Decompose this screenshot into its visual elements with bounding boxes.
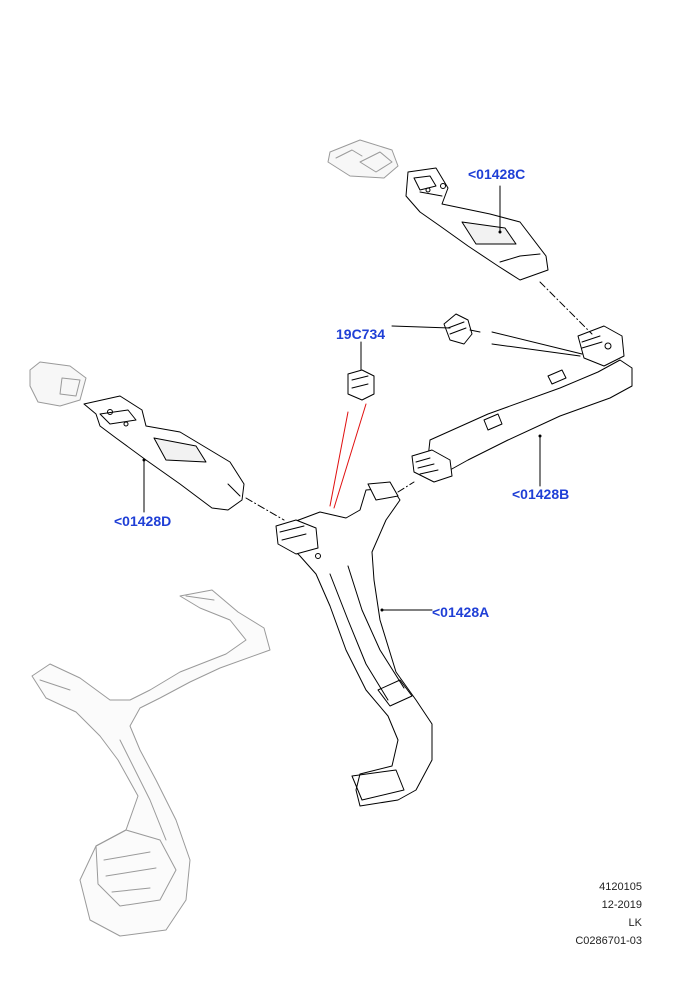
ghost-outlet-top — [327, 139, 399, 179]
info-date: 12-2019 — [601, 899, 642, 911]
connection-lines — [245, 281, 593, 521]
duct-01428C — [405, 167, 549, 281]
info-number: 4120105 — [599, 881, 642, 893]
leader-lines — [143, 185, 583, 611]
duct-01428A — [275, 481, 433, 807]
callout-01428D: <01428D — [114, 513, 172, 529]
callout-19C734: 19C734 — [336, 326, 386, 342]
callout-01428C: <01428C — [468, 166, 526, 182]
clip-19C734-lower — [347, 369, 375, 401]
reference-lines — [329, 403, 367, 509]
callout-01428A: <01428A — [432, 604, 490, 620]
info-code: C0286701-03 — [575, 935, 642, 947]
callout-01428B: <01428B — [512, 486, 570, 502]
duct-01428B — [411, 325, 633, 483]
clip-19C734-upper — [443, 313, 481, 345]
info-initials: LK — [628, 917, 642, 929]
ghost-outlet-left — [29, 361, 87, 407]
ghost-assembly — [31, 589, 271, 937]
duct-01428D — [83, 395, 245, 511]
